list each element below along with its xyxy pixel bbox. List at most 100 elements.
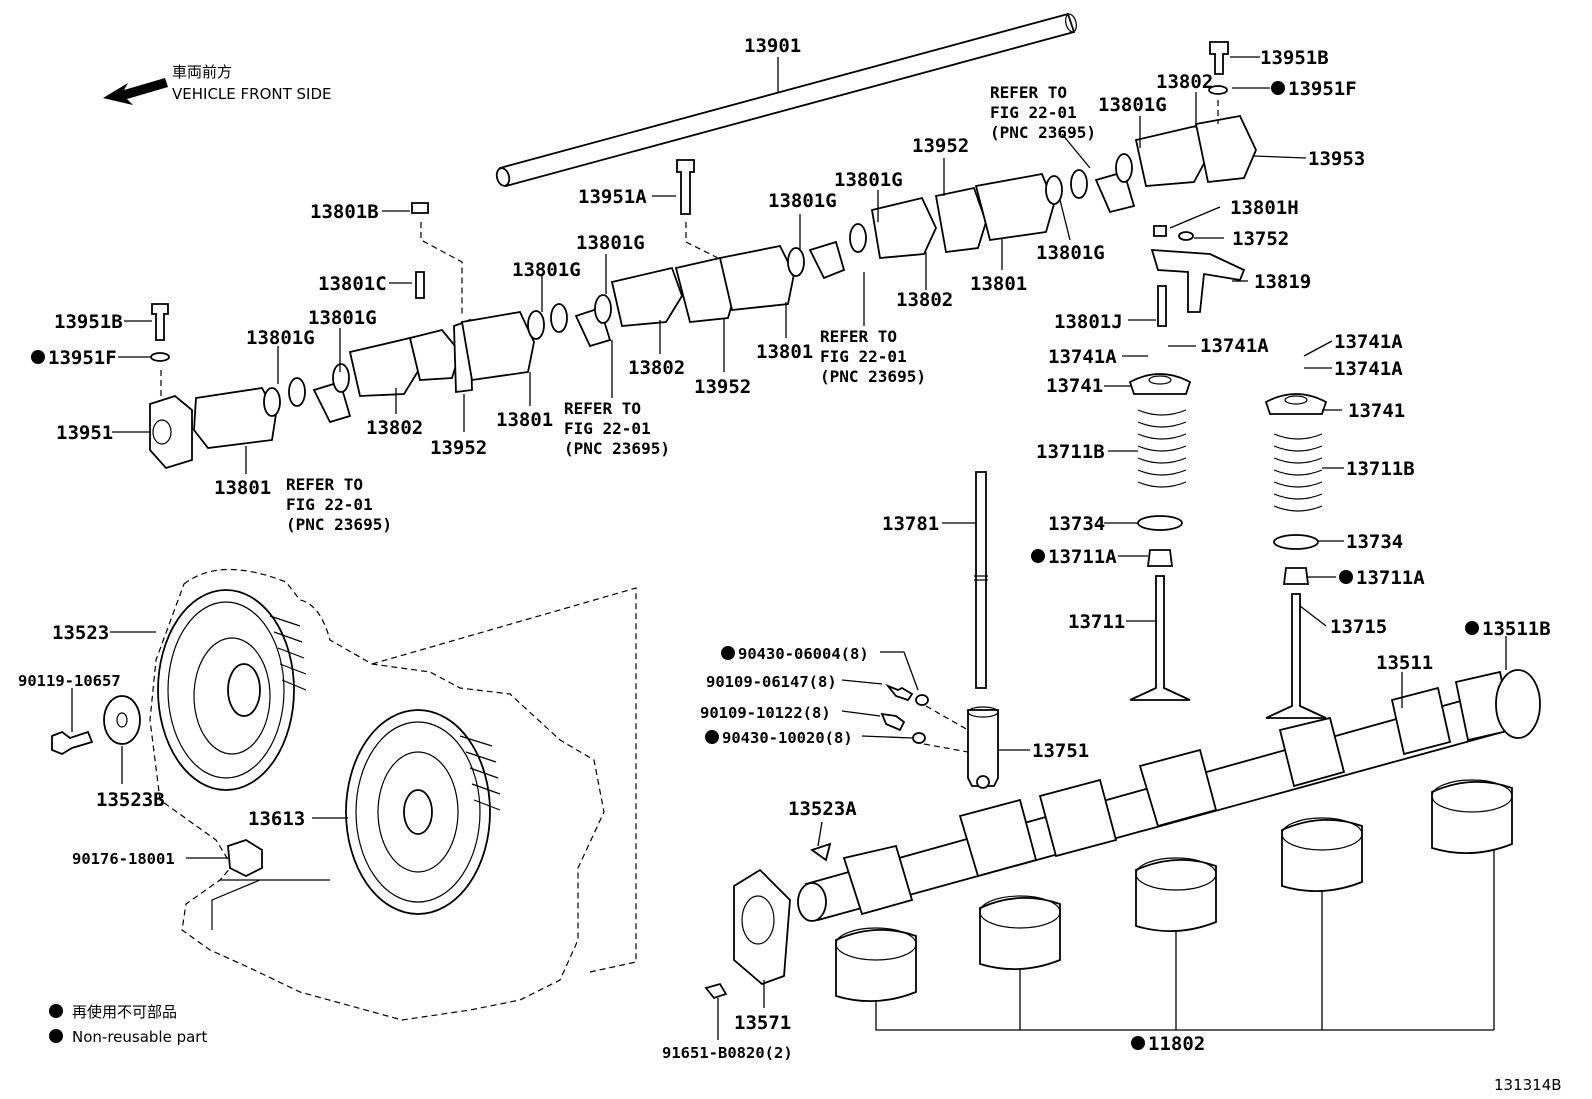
- svg-text:FIG 22-01: FIG 22-01: [286, 495, 373, 514]
- label-13741-a: 13741: [1046, 375, 1103, 397]
- label-13801G-c: 13801G: [576, 232, 645, 254]
- non-reusable-marker: [721, 646, 735, 660]
- non-reusable-marker: [1339, 570, 1353, 584]
- thrust-plate: [733, 868, 791, 986]
- label-13801G-top: 13801G: [1098, 94, 1167, 116]
- non-reusable-marker: [31, 350, 45, 364]
- idler-gear: [157, 589, 307, 791]
- label-13523B: 13523B: [96, 789, 165, 811]
- vehicle-front-direction: 車両前方 VEHICLE FRONT SIDE: [103, 63, 332, 105]
- svg-text:REFER TO: REFER TO: [820, 327, 897, 346]
- non-reusable-marker: [1271, 81, 1285, 95]
- small-fasteners: [150, 41, 1246, 362]
- refer-note-middle: REFER TO FIG 22-01 (PNC 23695): [564, 399, 670, 458]
- label-13951B-left: 13951B: [54, 311, 123, 333]
- label-90119-10657: 90119-10657: [18, 672, 121, 690]
- svg-text:FIG 22-01: FIG 22-01: [990, 103, 1077, 122]
- camshaft-gear: [345, 709, 501, 915]
- label-13711B-a: 13711B: [1036, 441, 1105, 463]
- label-13819: 13819: [1254, 271, 1311, 293]
- label-13801G-d: 13801G: [512, 259, 581, 281]
- rocker-shaft: [495, 12, 1077, 188]
- legend-marker-icon: [49, 1029, 63, 1043]
- legend-marker-icon: [49, 1004, 63, 1018]
- label-13951: 13951: [56, 422, 113, 444]
- svg-text:REFER TO: REFER TO: [286, 475, 363, 494]
- label-13571: 13571: [734, 1012, 791, 1034]
- label-13802-d: 13802: [366, 417, 423, 439]
- label-13741-b: 13741: [1348, 400, 1405, 422]
- svg-text:(PNC 23695): (PNC 23695): [990, 123, 1096, 142]
- label-90109-10122: 90109-10122(8): [700, 704, 831, 722]
- svg-text:REFER TO: REFER TO: [990, 83, 1067, 102]
- rocker-arm-assembly: [149, 114, 1257, 470]
- camshaft: [797, 669, 1541, 922]
- label-90109-06147: 90109-06147(8): [706, 673, 837, 691]
- svg-text:(PNC 23695): (PNC 23695): [286, 515, 392, 534]
- legend: 再使用不可部品 Non-reusable part: [49, 1003, 207, 1046]
- timing-gear-case: [149, 568, 637, 1021]
- svg-text:(PNC 23695): (PNC 23695): [820, 367, 926, 386]
- label-90430-06004: 90430-06004(8): [738, 645, 869, 663]
- label-13952-c: 13952: [430, 437, 487, 459]
- label-13802-top: 13802: [1156, 71, 1213, 93]
- label-13734-b: 13734: [1346, 531, 1403, 553]
- refer-note-middle-right: REFER TO FIG 22-01 (PNC 23695): [820, 327, 926, 386]
- label-13741A-d: 13741A: [1334, 358, 1403, 380]
- valve-assembly-right: [1264, 393, 1328, 719]
- label-13952-top: 13952: [912, 135, 969, 157]
- svg-text:FIG 22-01: FIG 22-01: [564, 419, 651, 438]
- label-13951A: 13951A: [578, 186, 647, 208]
- label-91651-B0820: 91651-B0820(2): [662, 1044, 793, 1062]
- direction-english: VEHICLE FRONT SIDE: [172, 85, 332, 103]
- label-13801G-e: 13801G: [1036, 242, 1105, 264]
- label-13741A-a: 13741A: [1048, 346, 1117, 368]
- label-13715: 13715: [1330, 616, 1387, 638]
- camshaft-bearings: [835, 779, 1513, 1003]
- label-13951B-top: 13951B: [1260, 47, 1329, 69]
- label-13951F-top: 13951F: [1288, 78, 1357, 100]
- label-13801C: 13801C: [318, 273, 387, 295]
- label-13801G-a: 13801G: [834, 169, 903, 191]
- legend-japanese: 再使用不可部品: [72, 1003, 177, 1021]
- label-13613: 13613: [248, 808, 305, 830]
- label-13711A-b: 13711A: [1356, 567, 1425, 589]
- front-arrow-icon: [103, 78, 168, 105]
- valve-lifter: [967, 709, 999, 787]
- label-13802-b: 13802: [896, 289, 953, 311]
- legend-english: Non-reusable part: [72, 1028, 207, 1046]
- label-13741A-b: 13741A: [1200, 335, 1269, 357]
- label-13801-b: 13801: [756, 341, 813, 363]
- label-13752: 13752: [1232, 228, 1289, 250]
- label-13751: 13751: [1032, 740, 1089, 762]
- label-13511B: 13511B: [1482, 618, 1551, 640]
- label-13801G-g: 13801G: [308, 307, 377, 329]
- label-13801-a: 13801: [970, 273, 1027, 295]
- label-13734-a: 13734: [1048, 513, 1105, 535]
- svg-text:REFER TO: REFER TO: [564, 399, 641, 418]
- label-11802: 11802: [1148, 1033, 1205, 1055]
- label-90430-10020: 90430-10020(8): [722, 729, 853, 747]
- label-13711B-b: 13711B: [1346, 458, 1415, 480]
- label-13951F-left: 13951F: [48, 347, 117, 369]
- label-13801G-f: 13801G: [246, 327, 315, 349]
- label-13952-b: 13952: [694, 376, 751, 398]
- label-13711A-a: 13711A: [1048, 546, 1117, 568]
- label-13801-c: 13801: [496, 409, 553, 431]
- valve-assembly-left: [1128, 373, 1192, 701]
- refer-note-left: REFER TO FIG 22-01 (PNC 23695): [286, 475, 392, 534]
- non-reusable-marker: [705, 730, 719, 744]
- label-13802-c: 13802: [628, 357, 685, 379]
- refer-note-top: REFER TO FIG 22-01 (PNC 23695): [990, 83, 1096, 142]
- label-13801B: 13801B: [310, 201, 379, 223]
- label-90176-18001: 90176-18001: [72, 850, 175, 868]
- label-13801G-b: 13801G: [768, 190, 837, 212]
- svg-text:(PNC 23695): (PNC 23695): [564, 439, 670, 458]
- non-reusable-marker: [1465, 621, 1479, 635]
- label-13901: 13901: [744, 35, 801, 57]
- label-13801-d: 13801: [214, 477, 271, 499]
- part-labels: 13901 13951B 13951F 13802 13801G 13953 1…: [18, 35, 1551, 1062]
- direction-japanese: 車両前方: [172, 63, 232, 81]
- label-13711: 13711: [1068, 611, 1125, 633]
